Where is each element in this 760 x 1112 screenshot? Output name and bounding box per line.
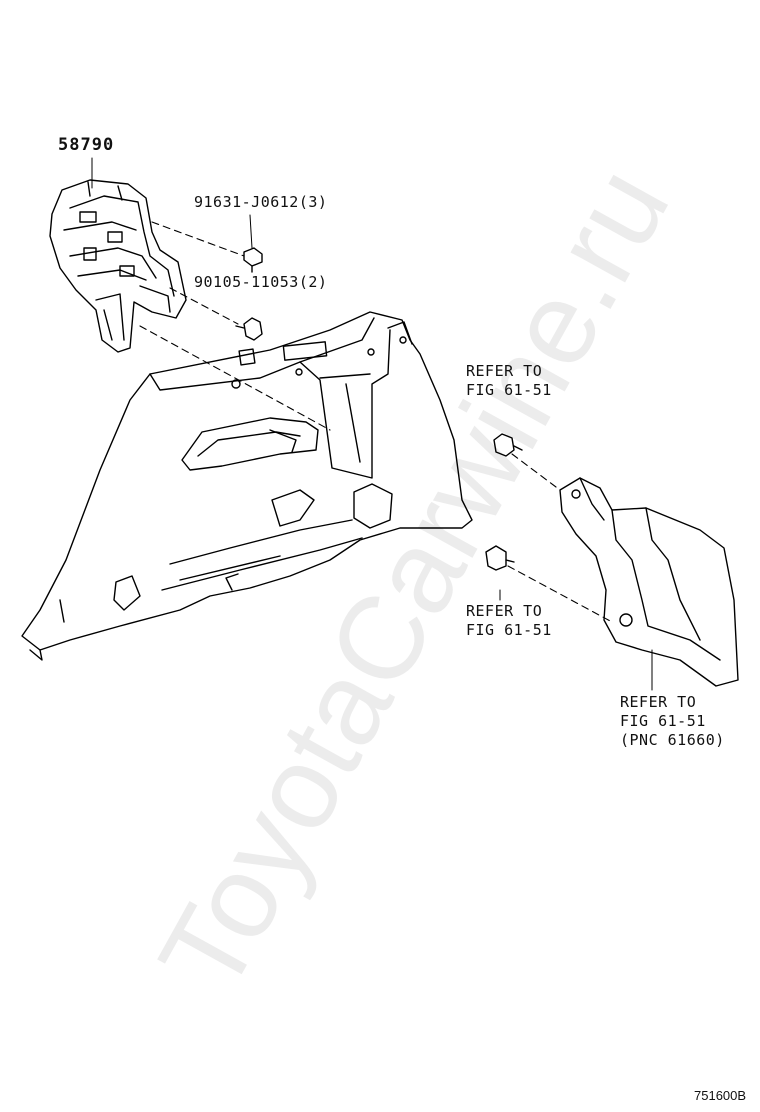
bracket-58790 (49, 179, 187, 353)
refer-top-line1: REFER TO (466, 362, 543, 380)
refer-bottom-line2: FIG 61-51 (620, 712, 706, 730)
quarter-trim-panel (21, 311, 473, 661)
part-number-screw-2: 90105-11053(2) (194, 273, 328, 291)
figure-code: 751600B (694, 1088, 747, 1103)
leader-screw-1 (249, 214, 253, 249)
part-number-screw-1: 91631-J0612(3) (194, 193, 328, 211)
clip-lower (485, 545, 515, 571)
refer-top-line2: FIG 61-51 (466, 381, 552, 399)
refer-mid-line1: REFER TO (466, 602, 543, 620)
rear-side-trim (559, 477, 739, 687)
clip-upper (493, 433, 523, 457)
refer-bottom-line1: REFER TO (620, 693, 697, 711)
refer-bottom-line3: (PNC 61660) (620, 731, 725, 749)
refer-mid-line2: FIG 61-51 (466, 621, 552, 639)
screw-90105 (235, 317, 263, 341)
screw-91631 (243, 247, 263, 273)
part-number-58790: 58790 (58, 135, 115, 155)
